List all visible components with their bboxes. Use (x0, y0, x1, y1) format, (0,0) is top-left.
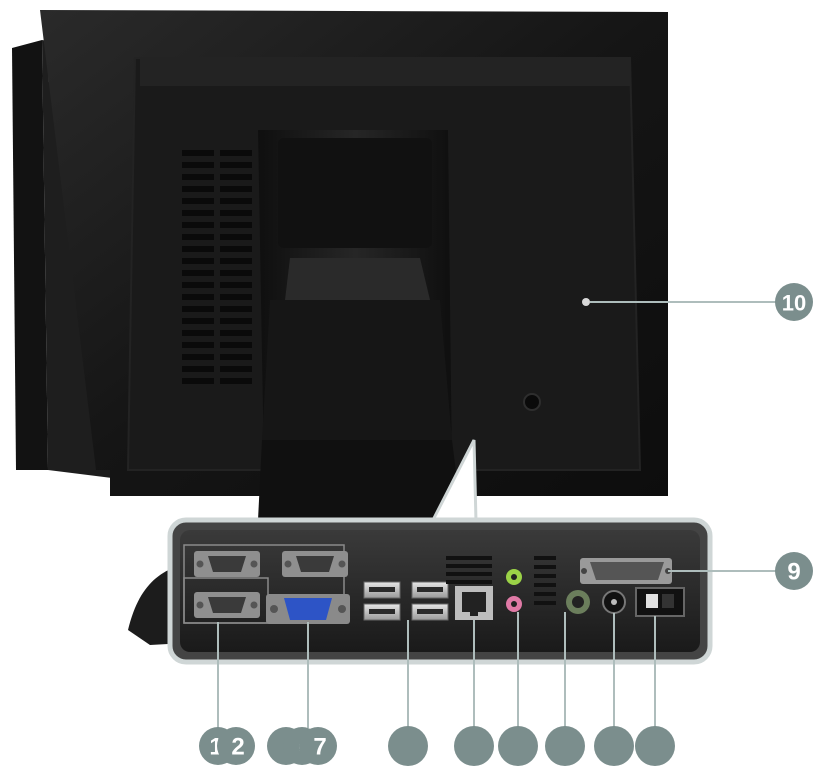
serial-ports (194, 551, 348, 618)
callout-unlabeled-lan (454, 726, 494, 766)
svg-text:2: 2 (231, 734, 244, 761)
lan-port (455, 586, 493, 620)
dc-in-jack (602, 590, 626, 614)
svg-text:10: 10 (782, 291, 806, 316)
callout-2: 2 (217, 727, 255, 765)
callout-9: 9 (775, 552, 813, 590)
monitor-stand (128, 130, 462, 645)
callout-7: 7 (299, 727, 337, 765)
callout-unlabeled-usb (388, 726, 428, 766)
vga-port (266, 594, 350, 624)
lock-hole (523, 393, 541, 411)
audio-jacks (506, 569, 522, 612)
svg-text:9: 9 (787, 559, 800, 586)
callout-unlabeled-audio (498, 726, 538, 766)
parallel-port (580, 558, 672, 584)
callout-leader-lines (217, 301, 778, 728)
callout-unlabeled-power (635, 726, 675, 766)
usb-ports (363, 581, 449, 621)
rear-cover-screw (582, 298, 590, 306)
panel-vents (446, 556, 556, 605)
callout-unlabeled-ps2 (545, 726, 585, 766)
callout-10: 10 (775, 283, 813, 321)
callout-unlabeled-dc (594, 726, 634, 766)
ventilation-grille (182, 150, 252, 384)
ps2-port (566, 590, 590, 614)
svg-text:7: 7 (313, 734, 326, 761)
power-switch (635, 587, 685, 617)
